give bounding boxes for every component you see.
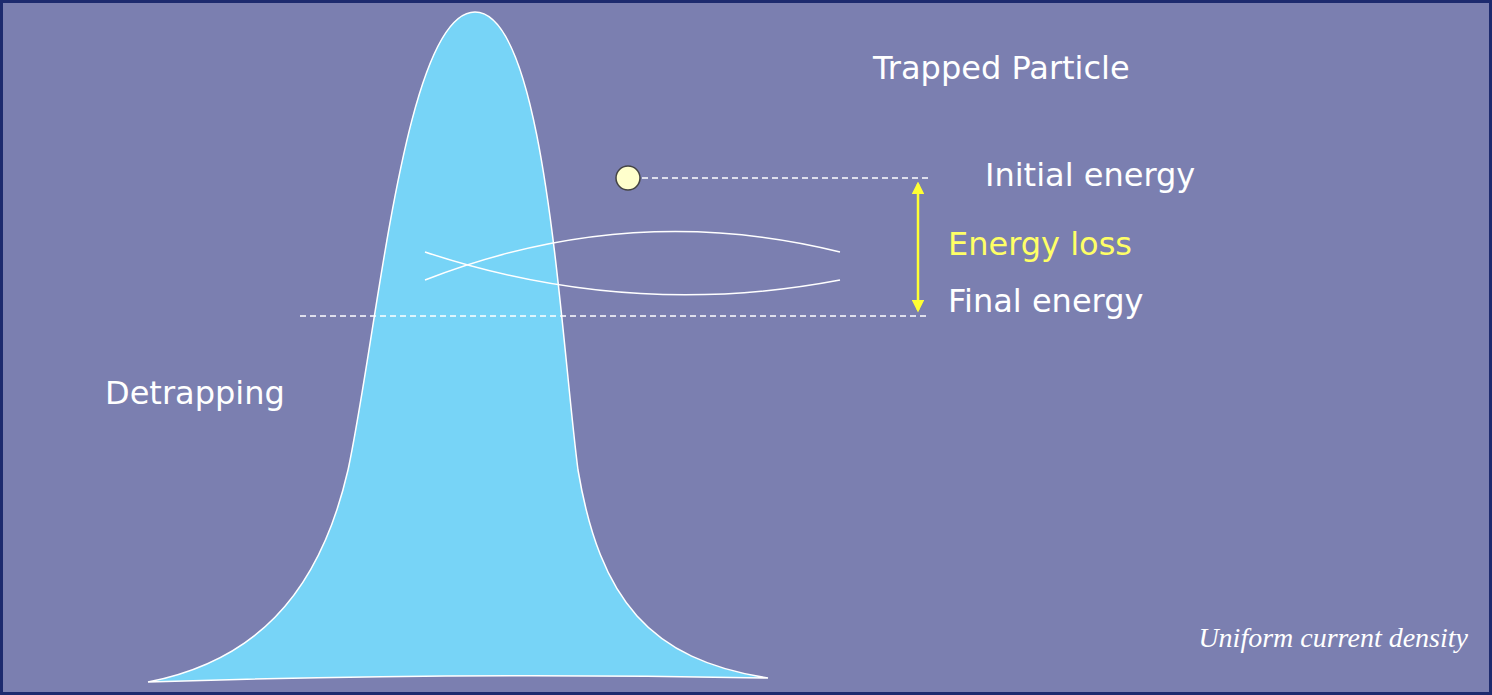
- energy-loss-label: Energy loss: [948, 226, 1132, 263]
- potential-well: [148, 12, 768, 682]
- trapped-particle: [616, 166, 640, 190]
- energy-label: Final energy: [948, 283, 1143, 320]
- note-label: Uniform current density: [1198, 622, 1468, 654]
- orbit-upper: [425, 232, 840, 280]
- energy-label: Initial energy: [985, 157, 1195, 194]
- particle-label: Trapped Particle: [873, 50, 1130, 87]
- orbit-lower: [425, 252, 840, 295]
- final-energy-line: [300, 315, 930, 317]
- process-label: Detrapping: [105, 375, 285, 412]
- initial-energy-line: [642, 177, 928, 179]
- energy-loss-arrow: [917, 184, 920, 310]
